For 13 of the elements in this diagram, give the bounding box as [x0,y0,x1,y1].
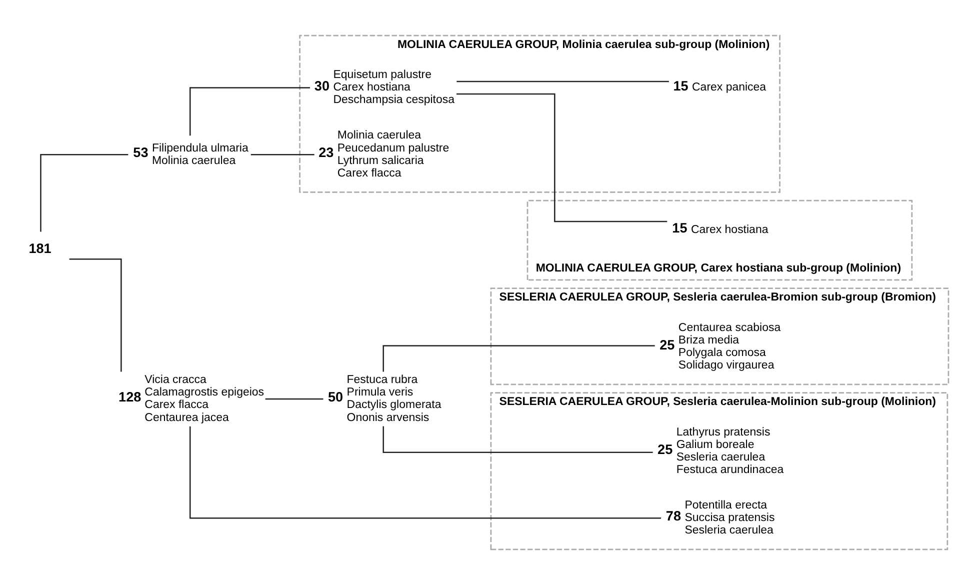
connector [265,398,324,400]
connector [189,426,662,518]
connector [456,80,669,82]
connector [250,153,314,155]
node-text: 181 [28,240,52,256]
connector [40,153,128,232]
node-text: 15 Carex hostiana [672,220,768,236]
connector [382,426,653,452]
node-text: 15 Carex panicea [673,78,766,94]
connector [456,92,668,222]
connector [69,258,122,372]
connector [189,86,310,136]
connector [382,344,655,372]
